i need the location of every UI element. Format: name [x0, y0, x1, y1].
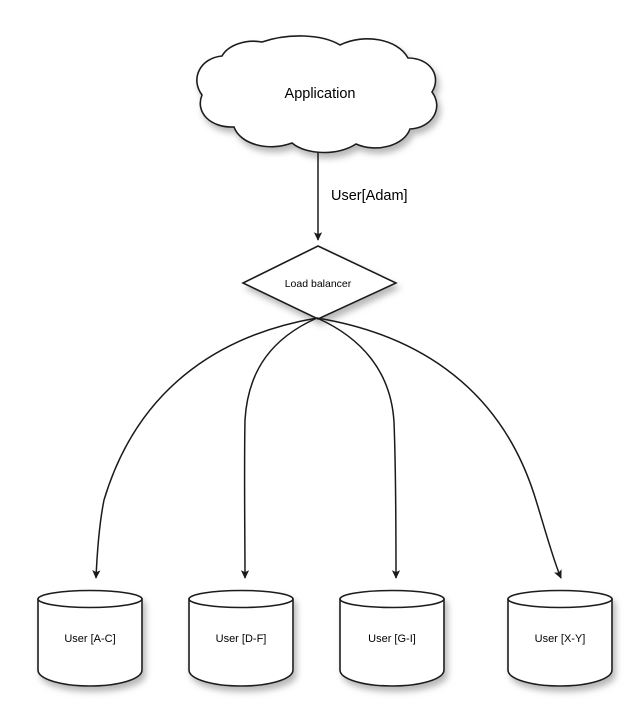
- load-balancer-label: Load balancer: [285, 278, 352, 290]
- shard-g-i-label: User [G-I]: [368, 633, 416, 645]
- cylinder-top-a-c: [37, 589, 143, 609]
- edge-to-shard-d-f[interactable]: [240, 317, 318, 579]
- edge-to-shard-x-y[interactable]: [316, 317, 562, 579]
- cylinder-top-g-i: [339, 589, 445, 609]
- shard-g-i-node[interactable]: User [G-I]: [339, 589, 445, 687]
- load-balancer-node[interactable]: Load balancer: [241, 245, 398, 320]
- request-edge-label: User[Adam]: [331, 188, 408, 204]
- application-cloud-node[interactable]: Application: [196, 35, 438, 154]
- shard-x-y-node[interactable]: User [X-Y]: [507, 589, 613, 687]
- shard-d-f-label: User [D-F]: [216, 633, 267, 645]
- shard-x-y-label: User [X-Y]: [535, 633, 586, 645]
- edge-to-shard-g-i[interactable]: [316, 317, 401, 579]
- cylinder-body-x-y: [507, 598, 613, 687]
- cylinder-body-d-f: [188, 598, 294, 687]
- application-to-load-balancer-edge[interactable]: User[Adam]: [313, 152, 408, 241]
- cylinder-body-a-c: [37, 598, 143, 687]
- cylinder-top-x-y: [507, 589, 613, 609]
- edge-to-shard-a-c[interactable]: [92, 317, 318, 579]
- cylinder-body-g-i: [339, 598, 445, 687]
- shard-a-c-label: User [A-C]: [64, 633, 115, 645]
- shard-d-f-node[interactable]: User [D-F]: [188, 589, 294, 687]
- shard-a-c-node[interactable]: User [A-C]: [37, 589, 143, 687]
- application-label: Application: [285, 86, 356, 102]
- load-balancer-to-shard-edges: [92, 317, 562, 579]
- cloud-shape: [196, 35, 438, 154]
- cylinder-top-d-f: [188, 589, 294, 609]
